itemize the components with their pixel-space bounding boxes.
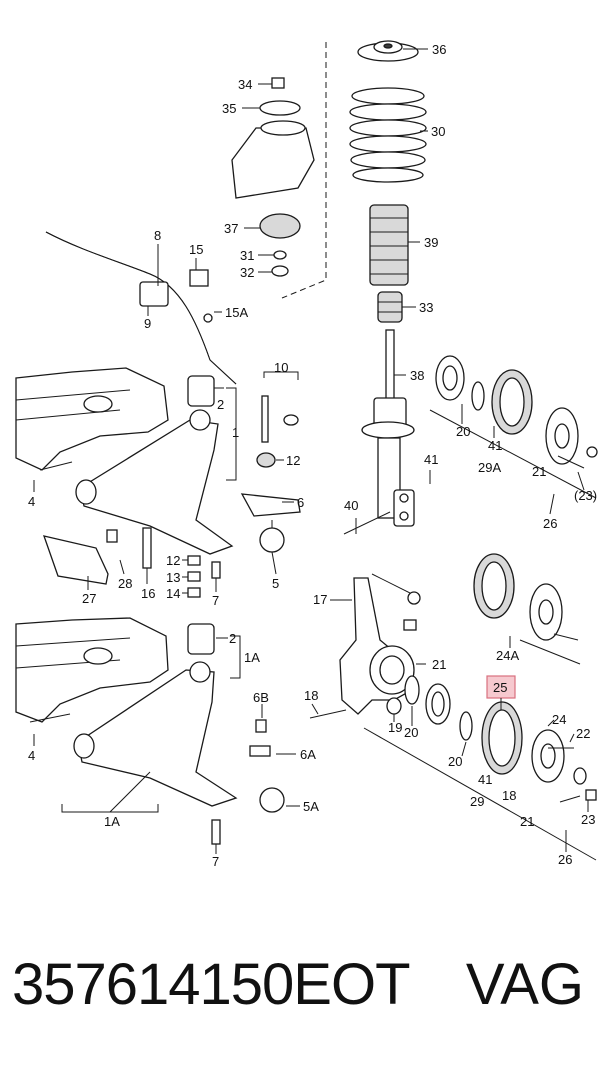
callout-36: 36 (432, 42, 446, 57)
hub-29a (429, 355, 598, 665)
callout-1a: 1A (244, 650, 260, 665)
callout-labels: 36 30 34 35 37 39 31 32 33 8 15 15A 9 38… (28, 42, 597, 869)
callout-14: 14 (166, 586, 180, 601)
callout-35: 35 (222, 101, 236, 116)
subframe-upper (15, 367, 215, 471)
callout-25: 25 (493, 680, 507, 695)
callout-7: 7 (212, 593, 219, 608)
steering-knuckle (309, 573, 597, 861)
callout-12b: 12 (166, 553, 180, 568)
callout-17: 17 (313, 592, 327, 607)
brand-text: VAG (465, 952, 584, 1017)
callout-33: 33 (419, 300, 433, 315)
callout-23: (23) (574, 488, 597, 503)
callout-23b: 23 (581, 812, 595, 827)
callout-18: 18 (304, 688, 318, 703)
callout-41c: 41 (478, 772, 492, 787)
callout-30: 30 (431, 124, 445, 139)
callout-13: 13 (166, 570, 180, 585)
strut-assembly (281, 40, 427, 535)
control-arm-upper (39, 409, 301, 555)
callout-39: 39 (424, 235, 438, 250)
callout-24: 24 (552, 712, 566, 727)
callout-41b: 41 (424, 452, 438, 467)
callout-10: 10 (274, 360, 288, 375)
stabiliser-bar (45, 231, 237, 385)
bracket-27 (42, 395, 299, 598)
exploded-parts-diagram: 36 30 34 35 37 39 31 32 33 8 15 15A 9 38… (15, 40, 598, 869)
callout-31: 31 (240, 248, 254, 263)
callout-27: 27 (82, 591, 96, 606)
callout-5: 5 (272, 576, 279, 591)
callout-20b: 20 (404, 725, 418, 740)
callout-26b: 26 (558, 852, 572, 867)
callout-22: 22 (576, 726, 590, 741)
callout-32: 32 (240, 265, 254, 280)
callout-4: 4 (28, 494, 35, 509)
callout-21c: 21 (520, 814, 534, 829)
callout-21: 21 (532, 464, 546, 479)
callout-2: 2 (217, 397, 224, 412)
callout-20: 20 (456, 424, 470, 439)
callout-40: 40 (344, 498, 358, 513)
callout-16: 16 (141, 586, 155, 601)
strut-mount (231, 77, 315, 277)
callout-15: 15 (189, 242, 203, 257)
callout-1: 1 (232, 425, 239, 440)
callout-1a2: 1A (104, 814, 120, 829)
callout-6: 6 (297, 495, 304, 510)
callout-2b: 2 (229, 631, 236, 646)
callout-9: 9 (144, 316, 151, 331)
callout-28: 28 (118, 576, 132, 591)
callout-15a: 15A (225, 305, 248, 320)
callout-24a: 24A (496, 648, 519, 663)
callout-41: 41 (488, 438, 502, 453)
callout-38: 38 (410, 368, 424, 383)
callout-21b: 21 (432, 657, 446, 672)
callout-29: 29 (470, 794, 484, 809)
leader-lines (33, 48, 589, 854)
callout-7b: 7 (212, 854, 219, 869)
callout-12: 12 (286, 453, 300, 468)
callout-8: 8 (154, 228, 161, 243)
callout-5a: 5A (303, 799, 319, 814)
callout-6a: 6A (300, 747, 316, 762)
subframe-lower (15, 617, 285, 845)
callout-34: 34 (238, 77, 252, 92)
caption-bar: 357614150EOT VAG (0, 940, 600, 1040)
callout-29a: 29A (478, 460, 501, 475)
callout-19: 19 (388, 720, 402, 735)
callout-18b: 18 (502, 788, 516, 803)
callout-20c: 20 (448, 754, 462, 769)
part-number-text: 357614150EOT (12, 952, 411, 1017)
callout-26: 26 (543, 516, 557, 531)
callout-6b: 6B (253, 690, 269, 705)
callout-4b: 4 (28, 748, 35, 763)
callout-37: 37 (224, 221, 238, 236)
